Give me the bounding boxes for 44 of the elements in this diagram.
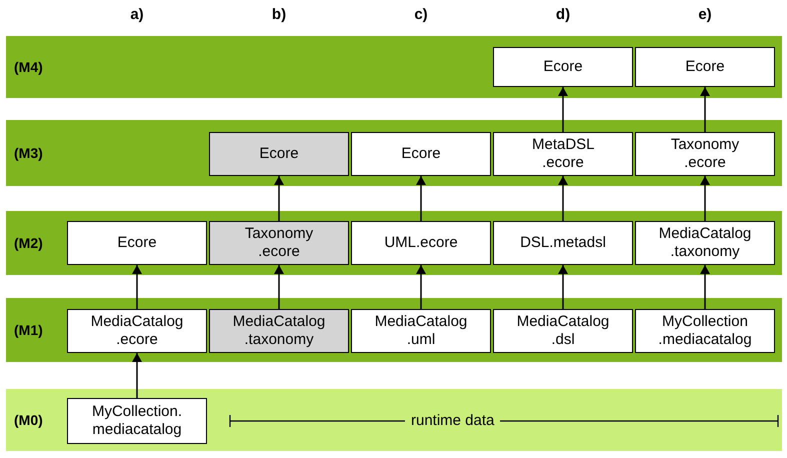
model-box: MediaCatalog .taxonomy bbox=[635, 221, 775, 265]
model-box: MediaCatalog .dsl bbox=[493, 309, 633, 353]
level-label: (M4) bbox=[14, 59, 43, 75]
model-box: MediaCatalog .ecore bbox=[67, 309, 207, 353]
arrow bbox=[700, 87, 710, 132]
model-box: DSL.metadsl bbox=[493, 221, 633, 265]
column-header: a) bbox=[129, 6, 145, 23]
level-band bbox=[6, 298, 782, 362]
model-box: UML.ecore bbox=[351, 221, 491, 265]
arrow bbox=[274, 265, 284, 309]
column-header: d) bbox=[554, 6, 572, 23]
arrow bbox=[700, 265, 710, 309]
arrow bbox=[700, 176, 710, 221]
model-box: Taxonomy .ecore bbox=[209, 221, 349, 265]
model-box: MetaDSL .ecore bbox=[493, 132, 633, 176]
arrow bbox=[416, 265, 426, 309]
model-box: MediaCatalog .uml bbox=[351, 309, 491, 353]
model-box: Ecore bbox=[351, 132, 491, 176]
level-band bbox=[6, 36, 782, 98]
level-band bbox=[6, 211, 782, 275]
level-band bbox=[6, 389, 782, 451]
level-band bbox=[6, 120, 782, 186]
arrow bbox=[274, 176, 284, 221]
arrow bbox=[416, 176, 426, 221]
column-header: e) bbox=[697, 6, 713, 23]
arrow bbox=[132, 265, 142, 309]
arrow bbox=[558, 87, 568, 132]
model-box: Taxonomy .ecore bbox=[635, 132, 775, 176]
level-label: (M1) bbox=[14, 322, 43, 338]
model-box: MyCollection. mediacatalog bbox=[67, 398, 207, 444]
column-header: c) bbox=[413, 6, 429, 23]
level-label: (M2) bbox=[14, 235, 43, 251]
model-box: MediaCatalog .taxonomy bbox=[209, 309, 349, 353]
column-header: b) bbox=[270, 6, 288, 23]
model-box: Ecore bbox=[493, 47, 633, 87]
arrow bbox=[558, 176, 568, 221]
level-label: (M0) bbox=[14, 412, 43, 428]
arrow bbox=[558, 265, 568, 309]
level-label: (M3) bbox=[14, 145, 43, 161]
model-box: Ecore bbox=[635, 47, 775, 87]
model-box: MyCollection .mediacatalog bbox=[635, 309, 775, 353]
arrow bbox=[132, 353, 142, 398]
model-box: Ecore bbox=[67, 221, 207, 265]
model-box: Ecore bbox=[209, 132, 349, 176]
